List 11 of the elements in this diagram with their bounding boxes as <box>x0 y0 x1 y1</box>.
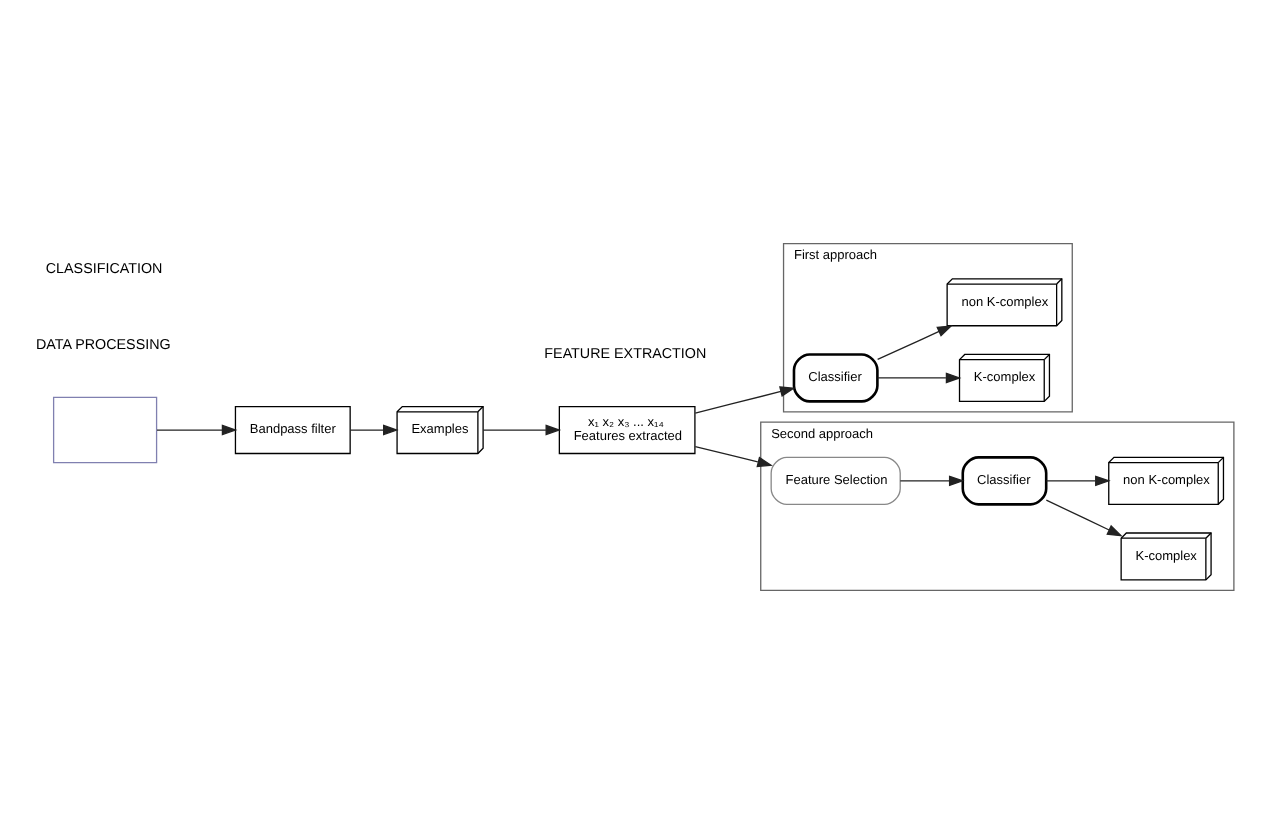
arrow <box>877 371 962 383</box>
arrow <box>694 444 773 467</box>
node-box <box>52 395 158 463</box>
arrow <box>1045 498 1123 536</box>
arrow <box>1045 474 1111 486</box>
arrow <box>694 385 796 413</box>
arrow <box>349 423 399 435</box>
arrow <box>156 423 238 435</box>
arrow <box>899 474 965 486</box>
arrow <box>877 324 953 360</box>
arrow <box>482 423 562 435</box>
